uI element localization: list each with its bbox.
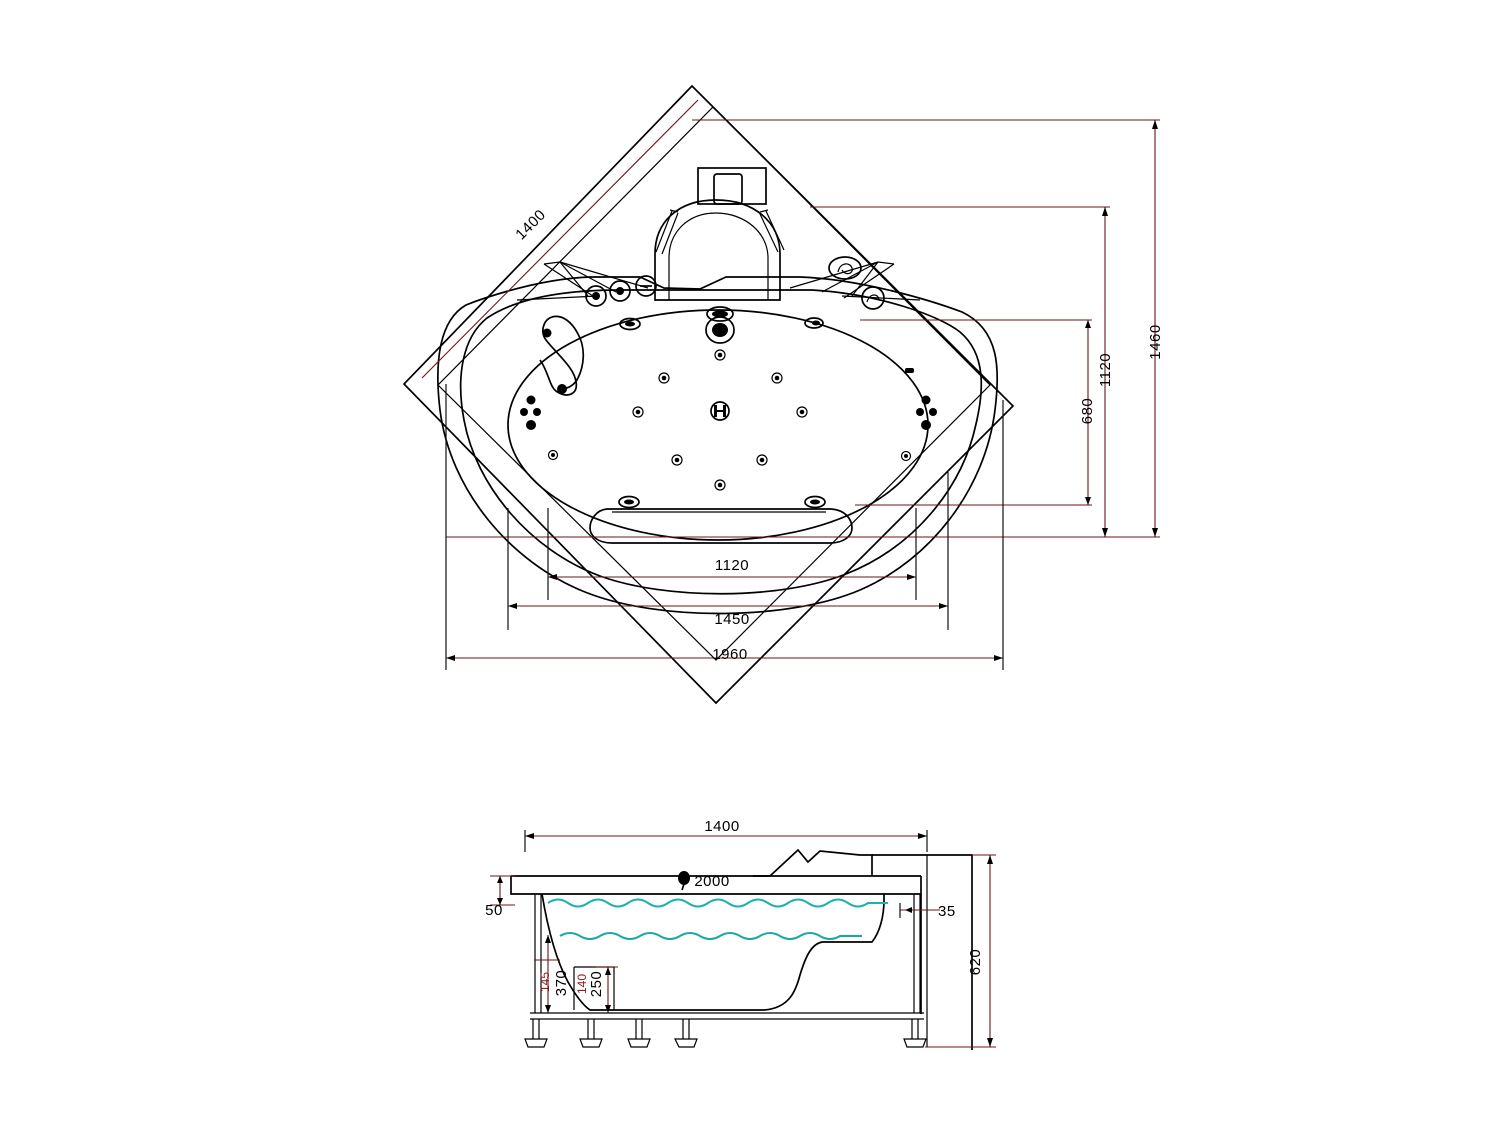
seat-ledge: [589, 508, 853, 544]
dim-label-horizontal-1960: 1960: [712, 646, 747, 663]
dim-label-red-140: 140: [575, 974, 589, 994]
grab-bar-left: [655, 209, 679, 255]
hand-shower-spout: [539, 315, 585, 396]
adjustable-feet: [524, 1019, 927, 1048]
apron-facet-lines-left: [516, 261, 649, 301]
annotation-overlay-text: 2000: [694, 873, 729, 890]
dim-label-wall-35: 35: [938, 903, 956, 920]
control-panel-buttons[interactable]: [585, 275, 657, 307]
rim-jet-right: [804, 317, 824, 329]
water-level-lines: [547, 898, 888, 940]
foot-2: [579, 1019, 603, 1048]
elevation-dimension-lines: [490, 854, 996, 1048]
elevation-dim-1400: 1400: [524, 818, 928, 852]
pillow-block: [697, 167, 767, 205]
side-jet-right: [900, 450, 912, 462]
tub-body-outline: [510, 848, 973, 1050]
foot-5: [903, 1019, 927, 1048]
plan-dimension-lines: [421, 99, 1160, 670]
dim-label-red-145: 145: [538, 972, 552, 992]
rim-jet-bottom-right: [804, 495, 826, 509]
jet-cluster-left: [520, 395, 541, 430]
foot-3: [627, 1019, 651, 1048]
dim-label-vertical-1460: 1460: [1147, 324, 1164, 359]
foot-4: [674, 1019, 698, 1048]
tub-rim-outline: [437, 276, 999, 615]
foot-1: [524, 1019, 548, 1048]
rim-jet-left: [619, 317, 641, 331]
elevation-dimension-labels: 50 35 620 370 250 145 140: [485, 902, 984, 997]
support-frame: [530, 894, 924, 1020]
corner-apron-outline: [402, 84, 1015, 705]
dim-label-horizontal-1120: 1120: [715, 557, 749, 574]
dim-label-height-620: 620: [967, 949, 984, 976]
air-control-knob[interactable]: [861, 286, 885, 310]
dim-label-diagonal-1400: 1400: [512, 206, 549, 243]
basin-center-drain: [710, 401, 730, 421]
headrest: [654, 199, 781, 301]
center-drain-top: [705, 316, 735, 344]
jet-cluster-right: [916, 395, 937, 430]
basin-jets: [632, 349, 808, 491]
dim-label-rim-50: 50: [485, 902, 503, 919]
dim-label-elev-1400: 1400: [704, 818, 739, 835]
tub-rim-inner-ring: [459, 289, 983, 595]
overflow-fitting: [706, 306, 734, 322]
top-plan-view: 1400 680 1120 1460 1120 1450 1960: [402, 84, 1164, 705]
tub-interior-profile: [541, 893, 885, 1011]
dim-label-vertical-1120: 1120: [1097, 353, 1114, 387]
dim-label-horizontal-1450: 1450: [714, 611, 749, 628]
front-elevation-view: 1400: [485, 818, 996, 1050]
dim-label-inner-370: 370: [553, 970, 570, 997]
side-jet-left: [547, 449, 559, 461]
grab-bar-right: [759, 209, 785, 253]
side-jet-right-upper: [905, 368, 914, 373]
rim-overlay-annotation: 2000: [678, 871, 729, 891]
dim-label-inner-250: 250: [588, 971, 605, 998]
dim-label-vertical-680: 680: [1079, 398, 1096, 425]
control-dial-icon[interactable]: [828, 256, 862, 280]
rim-jet-bottom-left: [618, 495, 640, 509]
